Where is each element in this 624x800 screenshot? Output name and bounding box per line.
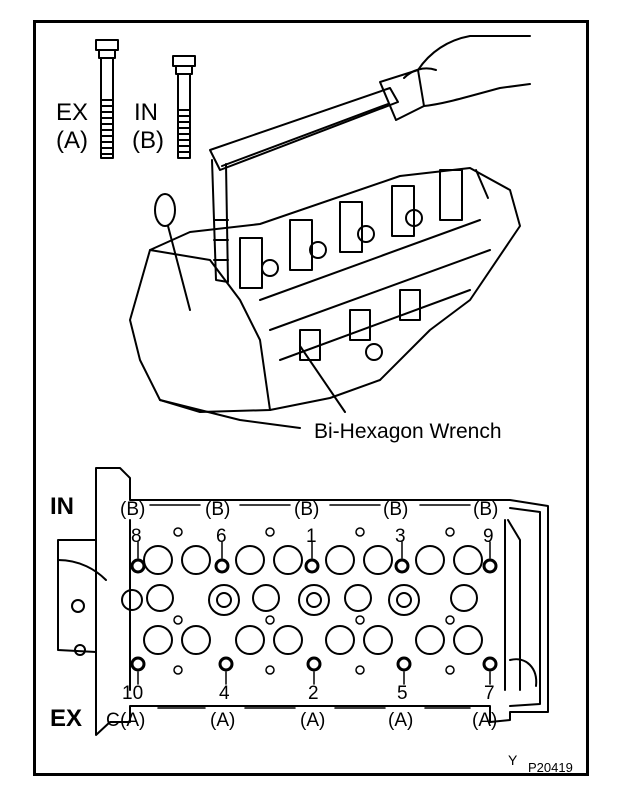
- bottom-letter: (A): [472, 710, 497, 731]
- in-bolt-code: (B): [132, 127, 164, 154]
- bottom-letter: (A): [120, 710, 145, 731]
- bottom-bolt-numbers: 10 4 2 5 7: [122, 683, 495, 704]
- top-bolt-numbers: 8 6 1 3 9: [131, 526, 494, 547]
- ex-bolt-label: EX: [56, 99, 88, 126]
- ex-side-label: EX: [50, 705, 82, 732]
- bolt-number: 8: [131, 526, 142, 547]
- in-side-label: IN: [50, 493, 74, 520]
- top-letter: (B): [383, 499, 408, 520]
- cam-bore-row-bottom: [143, 625, 483, 655]
- head-bolts-bottom: [130, 656, 498, 672]
- ex-bolt-code: (A): [56, 127, 88, 154]
- in-bolt-drawing: [172, 55, 196, 159]
- cam-bore-row-middle: [121, 584, 478, 616]
- top-letter: (B): [294, 499, 319, 520]
- ex-bolt-drawing: [95, 39, 119, 159]
- bolt-number: 1: [306, 526, 317, 547]
- bolt-number: 3: [395, 526, 406, 547]
- bolt-number: 4: [219, 683, 230, 704]
- bottom-letter: (A): [210, 710, 235, 731]
- head-bolts-top: [130, 558, 498, 574]
- top-bolt-letters: (B) (B) (B) (B) (B): [120, 499, 498, 520]
- top-letter: (B): [473, 499, 498, 520]
- bottom-bolt-letters: (A) (A) (A) (A) (A): [120, 710, 497, 731]
- figure-code: P20419: [528, 760, 573, 775]
- cylinder-head-perspective-drawing: [129, 35, 531, 429]
- bolt-number: 5: [397, 683, 408, 704]
- bolt-number: 10: [122, 683, 143, 704]
- in-bolt-label: IN: [134, 99, 158, 126]
- figure-frame: [33, 20, 589, 776]
- bolt-number: 6: [216, 526, 227, 547]
- corner-mark: Y: [508, 752, 518, 768]
- cylinder-head-plan-view: [57, 467, 549, 736]
- bolt-number: 2: [308, 683, 319, 704]
- top-letter: (B): [205, 499, 230, 520]
- bottom-letter: (A): [300, 710, 325, 731]
- cam-bore-row-top: [143, 545, 483, 575]
- top-letter: (B): [120, 499, 145, 520]
- bottom-prefix-mark: C: [106, 710, 120, 731]
- wrench-label: Bi-Hexagon Wrench: [314, 420, 502, 443]
- bottom-letter: (A): [388, 710, 413, 731]
- bolt-number: 9: [483, 526, 494, 547]
- bolt-number: 7: [484, 683, 495, 704]
